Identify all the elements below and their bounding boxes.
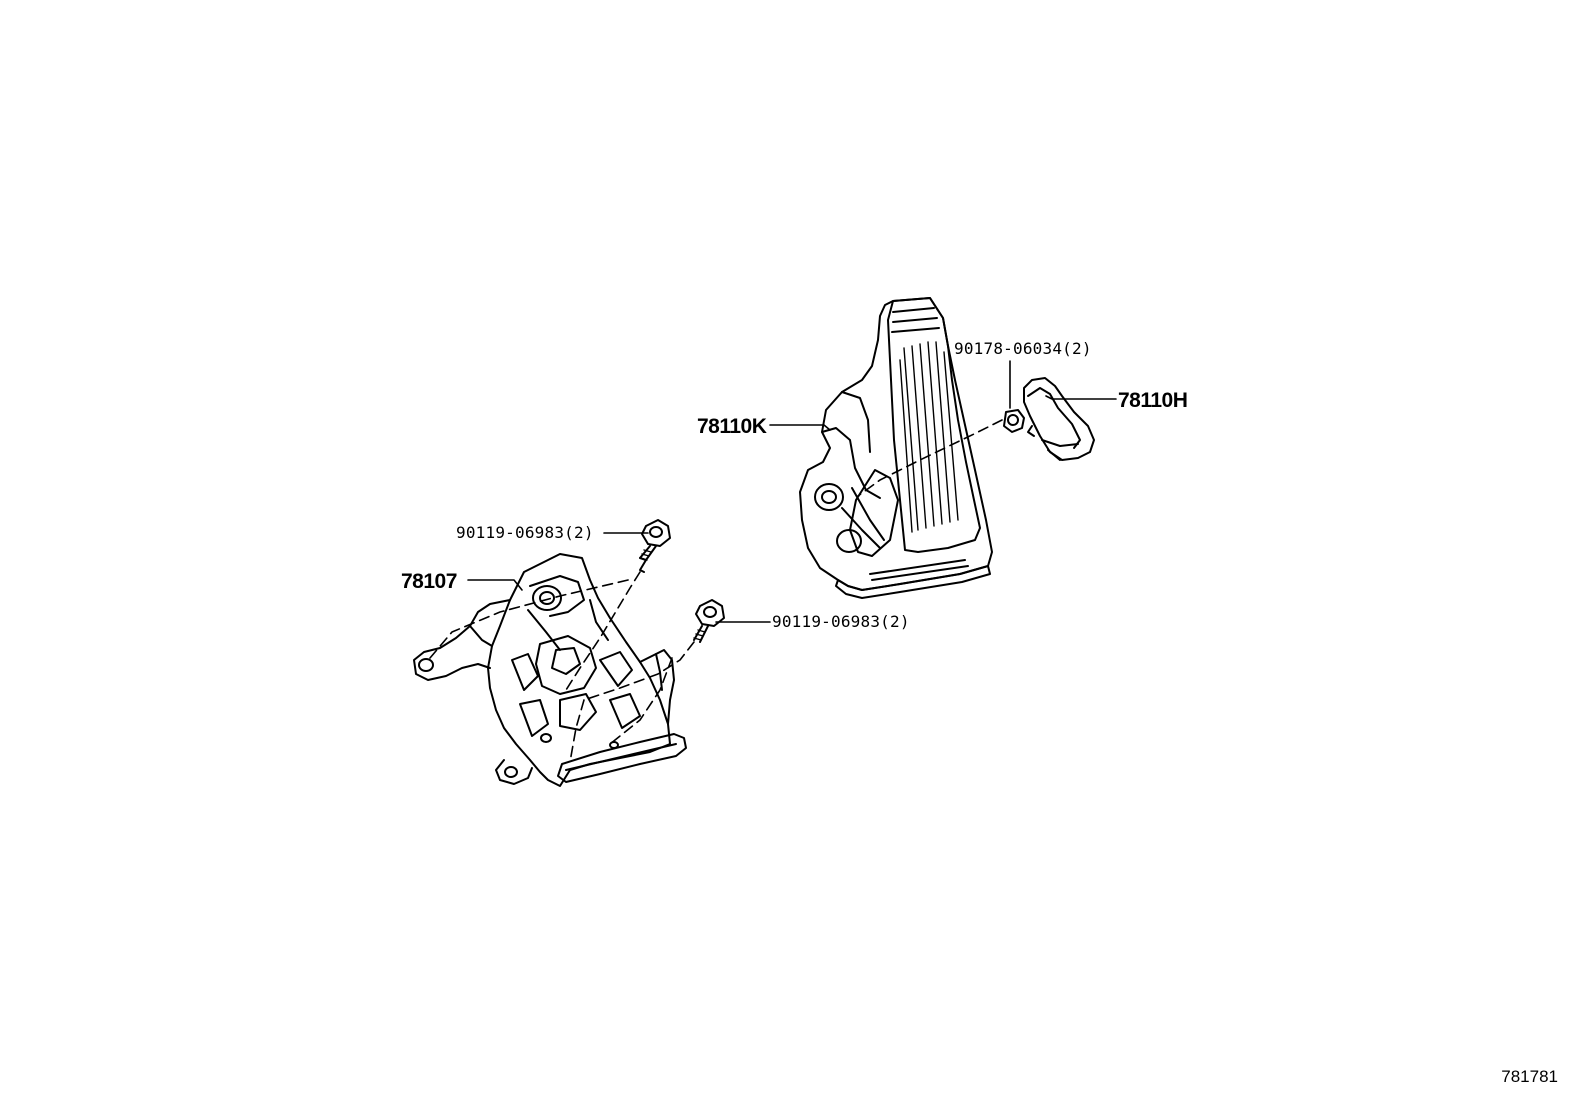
callout-bracket: 78107	[401, 570, 457, 593]
pedal-cover-part	[1023, 377, 1095, 461]
callout-nut: 90178-06034(2)	[954, 339, 1092, 358]
nut-part	[1003, 409, 1025, 433]
bolt-lower-part	[693, 599, 725, 643]
callout-pedal-cover: 78110H	[1118, 389, 1188, 412]
callout-bolt-lower: 90119-06983(2)	[772, 612, 910, 631]
leader-lines	[467, 360, 1117, 623]
callout-bolt-upper: 90119-06983(2)	[456, 523, 594, 542]
callout-pedal-assy: 78110K	[697, 415, 767, 438]
bolt-upper-part	[639, 519, 671, 573]
pedal-bracket-part	[413, 553, 687, 787]
assembly-dashed-lines	[429, 419, 1003, 763]
diagram-id-label: 781781	[1501, 1067, 1558, 1086]
accelerator-pedal-assembly	[799, 297, 993, 599]
